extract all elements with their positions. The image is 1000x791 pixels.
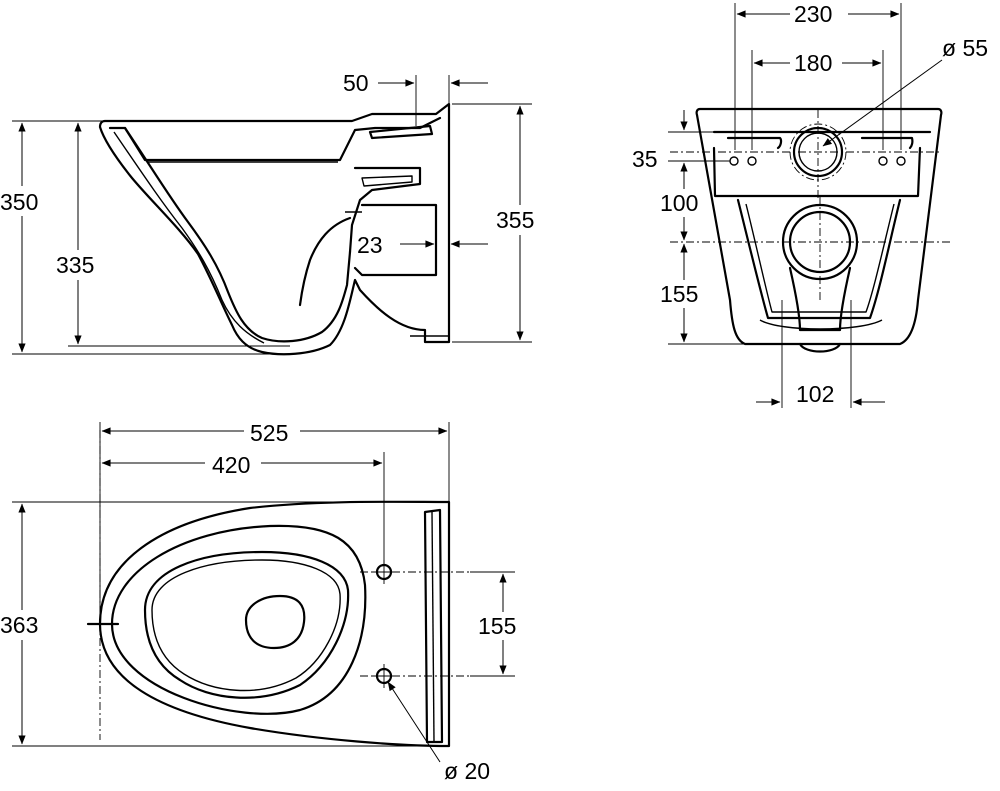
dimensions-top: 525 420 363 155 ø 20 — [0, 418, 526, 784]
rear-view: 230 180 ø 55 35 100 155 102 — [632, 0, 988, 408]
rear-view-outline — [695, 107, 943, 353]
dim-height-rim: 335 — [56, 252, 94, 278]
centerlines-top — [99, 430, 470, 740]
dim-bolt-height: 35 — [632, 146, 658, 172]
dim-width: 363 — [0, 612, 38, 638]
dim-offset-inlet: 23 — [357, 232, 383, 258]
dimensions-rear: 230 180 ø 55 35 100 155 102 — [632, 0, 988, 408]
top-view-outline — [86, 500, 451, 748]
dim-height-overall: 350 — [0, 189, 38, 215]
side-view: 350 335 50 23 355 — [0, 70, 544, 356]
dimensions-side: 350 335 50 23 355 — [0, 70, 544, 355]
dim-width-inner: 180 — [794, 50, 832, 76]
dim-length-to-fixings: 420 — [212, 452, 250, 478]
centerlines-rear — [670, 110, 950, 300]
dim-length-overall: 525 — [250, 420, 288, 446]
dim-outlet-width: 102 — [796, 381, 834, 407]
dim-fixing-hole: ø 20 — [444, 758, 490, 784]
dim-offset-top: 50 — [343, 70, 369, 96]
top-view: 525 420 363 155 ø 20 — [0, 418, 526, 784]
dim-outlet-height: 155 — [660, 281, 698, 307]
dim-width-outer: 230 — [794, 1, 832, 27]
dim-fixing-spacing: 155 — [478, 613, 516, 639]
dim-inlet-to-bolts: 100 — [660, 190, 698, 216]
side-view-outline — [98, 102, 451, 356]
dim-inlet-diameter: ø 55 — [942, 35, 988, 61]
dim-height-back: 355 — [496, 207, 534, 233]
